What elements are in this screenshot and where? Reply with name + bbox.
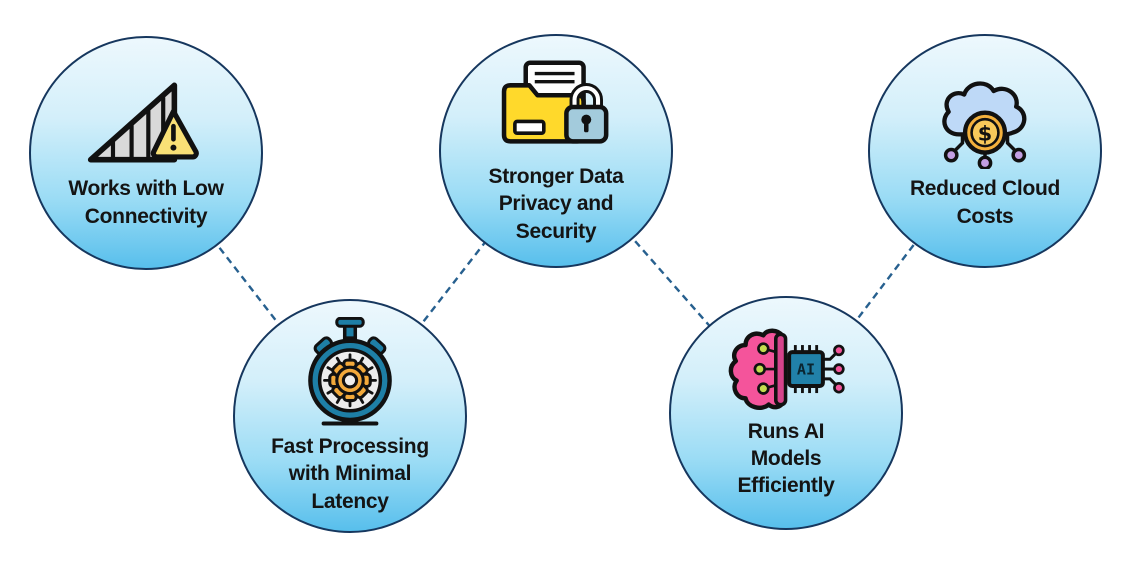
cloud-dollar-icon: $: [933, 72, 1037, 170]
svg-text:AI: AI: [797, 360, 815, 378]
node-data-privacy: Stronger Data Privacy and Security: [439, 34, 673, 268]
stopwatch-gear-icon: [297, 317, 403, 427]
brain-chip-icon: AI: [726, 327, 846, 412]
signal-warning-icon: [83, 76, 209, 169]
node-label: Runs AI Models Efficiently: [737, 419, 835, 498]
folder-lock-icon: [495, 57, 617, 157]
node-fast-processing: Fast Processing with Minimal Latency: [233, 299, 467, 533]
node-label: Works with Low Connectivity: [68, 177, 224, 228]
node-label: Stronger Data Privacy and Security: [488, 165, 624, 243]
node-runs-ai-models: AI Runs AI Models Efficiently: [669, 296, 903, 530]
node-label: Fast Processing with Minimal Latency: [271, 435, 429, 513]
node-reduced-cloud-costs: $ Reduced Cloud Costs: [868, 34, 1102, 268]
node-label: Reduced Cloud Costs: [909, 177, 1061, 228]
dollar-symbol: $: [978, 122, 992, 146]
node-works-with-low-connectivity: Works with Low Connectivity: [29, 36, 263, 270]
